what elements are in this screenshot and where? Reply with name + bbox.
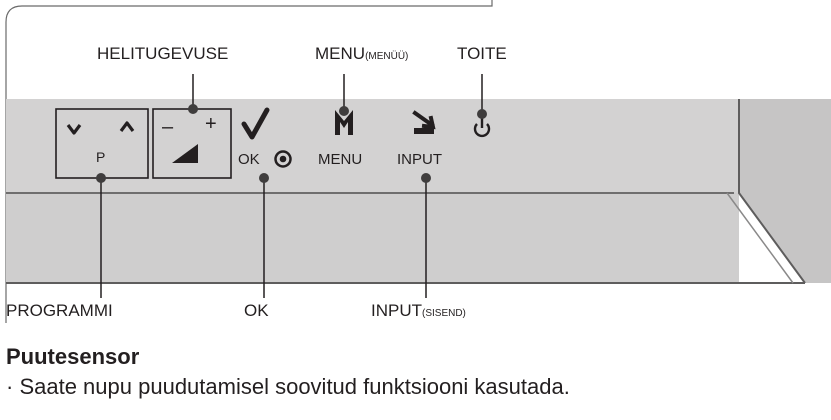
programme-p-label: P — [96, 149, 106, 165]
label-power: TOITE — [457, 44, 507, 63]
input-arrow-icon — [412, 110, 436, 130]
callout-power-dot — [477, 109, 487, 119]
callout-menu-dot — [339, 106, 349, 116]
callout-ok-dot — [259, 173, 269, 183]
panel-bevel-inner — [726, 192, 794, 284]
label-input-sub: (SISEND) — [422, 308, 466, 319]
panel-bottom — [6, 193, 739, 283]
menu-m-icon — [335, 110, 353, 135]
panel-top — [6, 99, 739, 193]
label-programme: PROGRAMMI — [6, 301, 113, 320]
label-ok: OK — [244, 301, 269, 320]
volume-wedge-icon — [172, 144, 198, 163]
callout-volume-dot — [188, 104, 198, 114]
callout-programme-dot — [96, 173, 106, 183]
label-menu: MENU(MENÜÜ) — [315, 45, 408, 62]
ok-check-icon — [241, 107, 270, 140]
panel-bevel-edge — [738, 99, 806, 284]
callout-input-dot — [421, 173, 431, 183]
ok-dot-icon — [279, 155, 287, 163]
section-title: Puutesensor — [6, 344, 140, 369]
label-input-main: INPUT — [371, 301, 422, 320]
programme-up-icon — [119, 121, 135, 132]
volume-plus-icon: + — [205, 113, 217, 135]
label-menu-sub: (MENÜÜ) — [365, 51, 409, 62]
programme-down-icon — [66, 124, 82, 135]
input-button-label[interactable]: INPUT — [397, 151, 442, 168]
power-icon[interactable] — [473, 123, 491, 138]
volume-minus-icon: – — [162, 116, 174, 138]
bullet-body: Saate nupu puudutamisel soovitud funktsi… — [19, 374, 570, 399]
bullet-dot: · — [6, 374, 20, 399]
ok-button-label[interactable]: OK — [238, 151, 260, 168]
label-input: INPUT(SISEND) — [371, 302, 466, 319]
label-volume: HELITUGEVUSE — [97, 44, 229, 63]
panel-bevel — [739, 99, 831, 283]
frame-outline — [5, 0, 493, 323]
bullet-text: · Saate nupu puudutamisel soovitud funkt… — [6, 374, 570, 400]
label-menu-main: MENU — [315, 44, 366, 63]
input-arrow-base-icon — [414, 128, 434, 134]
ok-circle-icon — [274, 150, 292, 168]
menu-button-label[interactable]: MENU — [318, 151, 363, 168]
